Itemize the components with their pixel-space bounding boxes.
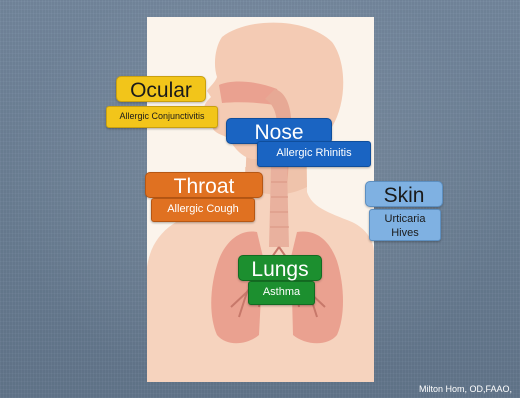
author-credit: Milton Hom, OD,FAAO, [419,384,512,394]
lungs-label: Lungs [238,255,322,281]
lungs-subtitle: Asthma [263,286,300,298]
throat-subtitle: Allergic Cough [167,203,239,215]
ocular-label: Ocular [116,76,206,102]
nose-subtitle: Allergic Rhinitis [276,147,351,159]
skin-subtitle-line-1: Urticaria [370,212,440,226]
ocular-subtitle-box: Allergic Conjunctivitis [106,106,218,128]
throat-subtitle-box: Allergic Cough [151,198,255,222]
skin-label: Skin [365,181,443,207]
skin-subtitle-box: Urticaria Hives [369,209,441,241]
ocular-title: Ocular [130,79,192,102]
ocular-subtitle: Allergic Conjunctivitis [119,111,204,121]
nose-subtitle-box: Allergic Rhinitis [257,141,371,167]
lungs-title: Lungs [251,258,308,281]
skin-subtitle-line-2: Hives [370,226,440,240]
lungs-subtitle-box: Asthma [248,281,315,305]
throat-label: Throat [145,172,263,198]
throat-title: Throat [174,175,235,198]
skin-title: Skin [384,184,425,207]
trachea [269,167,289,247]
